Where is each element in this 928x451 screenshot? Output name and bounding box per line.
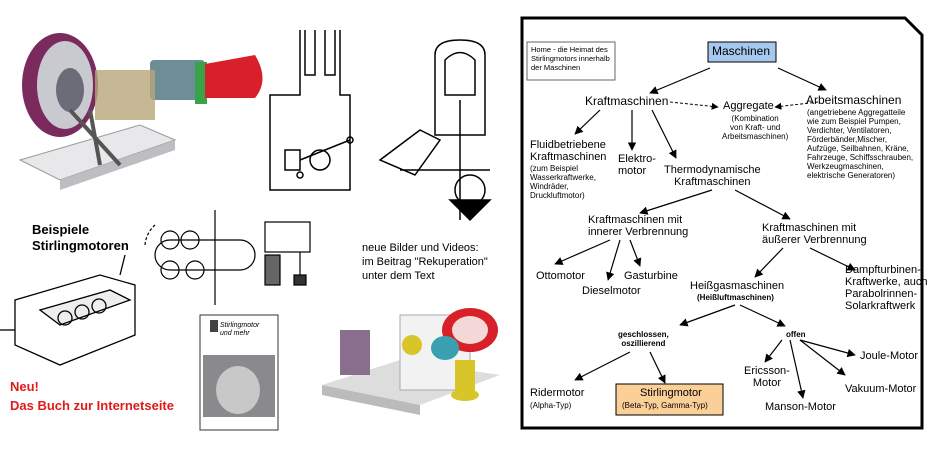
node-gasturbine[interactable]: Gasturbine [624,270,678,282]
node-joule[interactable]: Joule-Motor [860,350,919,362]
node-heissgasmaschinen[interactable]: Heißgasmaschinen [690,280,785,292]
book-title: Stirlingmotor und mehr [220,322,260,337]
node-offen[interactable]: offen [786,330,806,339]
rekuperation-note[interactable]: neue Bilder und Videos: im Beitrag "Reku… [362,242,488,282]
news-label[interactable]: Neu! [10,379,39,394]
node-ridermotor[interactable]: Ridermotor [530,387,585,399]
root-box [707,41,777,63]
stirling-box [615,383,724,416]
node-dampfturbinen[interactable]: Dampfturbinen- Kraftwerke, auch Parabolr… [845,264,928,312]
node-innere-verbrennung[interactable]: Kraftmaschinen mit innerer Verbrennung [588,214,689,238]
node-dieselmotor[interactable]: Dieselmotor [582,285,641,297]
node-vakuum[interactable]: Vakuum-Motor [845,383,917,395]
book-link[interactable]: Das Buch zur Internetseite [10,398,174,413]
engine-line-diagram-1 [269,30,354,191]
node-stirlingmotor-sub: (Beta-Typ, Gamma-Typ) [622,401,708,410]
node-maschinen[interactable]: Maschinen [712,44,771,58]
node-elektromotor[interactable]: Elektro- motor [618,153,656,177]
node-aeussere-verbrennung[interactable]: Kraftmaschinen mit äußerer Verbrennung [762,222,867,246]
illustrations [0,30,500,431]
node-ridermotor-sub: (Alpha-Typ) [530,401,572,410]
engine-3d-illustration [18,33,263,190]
home-note-box [526,41,616,81]
node-heissluftmaschinen: (Heißluftmaschinen) [697,293,774,302]
node-fluid[interactable]: Fluidbetriebene Kraftmaschinen [530,139,607,163]
node-geschlossen[interactable]: geschlossen, oszillierend [618,330,669,348]
book-cover [199,314,279,431]
home-note[interactable]: Home - die Heimat des Stirlingmotors inn… [531,45,610,72]
examples-title: Beispiele Stirlingmotoren [32,222,129,253]
engine-block-illustration [0,254,136,366]
node-kraftmaschinen[interactable]: Kraftmaschinen [585,94,669,108]
node-fluid-sub: (zum Beispiel Wasserkraftwerke, Windräde… [530,164,596,200]
node-stirlingmotor[interactable]: Stirlingmotor [640,387,702,399]
node-arbeitsmaschinen-sub: (angetriebene Aggregatteile wie zum Beis… [807,108,914,180]
node-aggregate-sub: (Kombination von Kraft- und Arbeitsmasch… [722,114,789,141]
node-thermodynamisch[interactable]: Thermodynamische Kraftmaschinen [664,164,761,188]
node-manson[interactable]: Manson-Motor [765,401,836,413]
diagram-frame [520,16,924,430]
node-arbeitsmaschinen[interactable]: Arbeitsmaschinen [806,93,902,107]
node-ottomotor[interactable]: Ottomotor [536,270,585,282]
engine-schematic [144,210,311,305]
node-aggregate[interactable]: Aggregate [723,100,774,112]
node-ericsson[interactable]: Ericsson- Motor [744,365,790,389]
engine-line-diagram-2 [378,39,492,222]
rekuperation-3d-model [322,308,500,415]
